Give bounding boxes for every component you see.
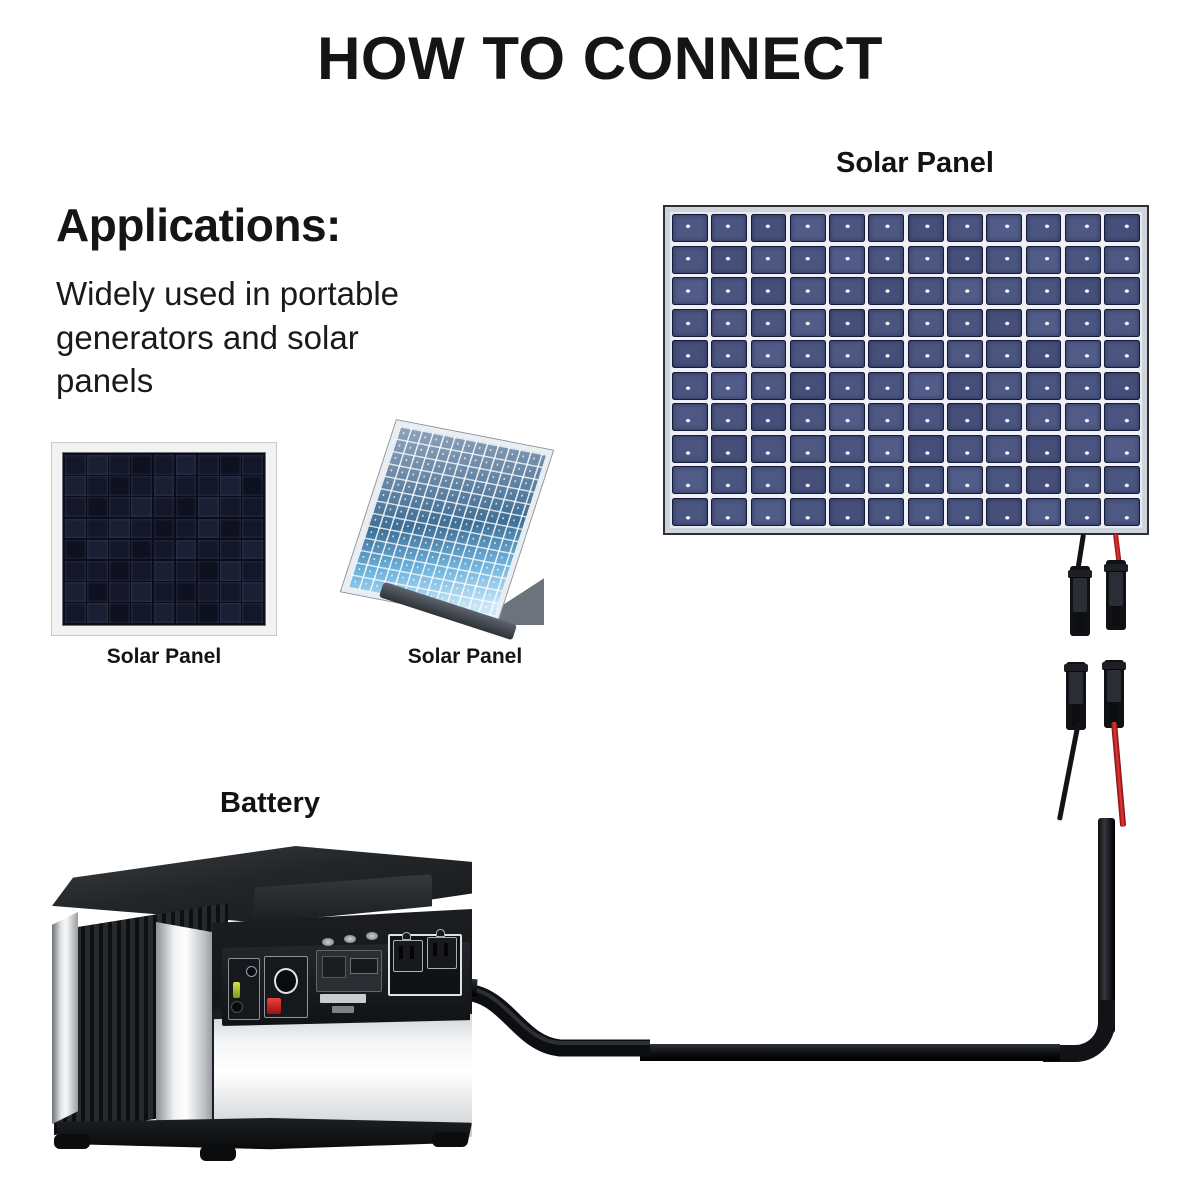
mc4-connector-male-lower [1064,662,1088,730]
ac-outlet-2-slot-right [444,943,448,956]
solar-panel-label: Solar Panel [836,147,994,179]
page-title: HOW TO CONNECT [317,25,883,92]
xlr-charging-port[interactable] [274,968,298,994]
battery-label: Battery [220,787,320,819]
main-cable-vertical-run [1098,818,1115,1033]
mc4-connector-male-upper [1068,566,1092,636]
applications-body-text: Widely used in portable generators and s… [56,275,400,400]
status-led-indicator [233,982,240,998]
main-cable-horizontal-run [640,1044,1060,1061]
panel-negative-lead-wire [1075,533,1086,570]
ac-outlet-2-slot-left [433,943,437,956]
solar-panel-tilted-blue-icon [341,420,570,641]
thumb-caption-flat-panel: Solar Panel [106,645,222,668]
tilted-panel-face [341,420,553,622]
battery-corner-silver-panel [156,922,218,1144]
ac-outlet-2[interactable] [427,937,457,969]
solar-panel-diagram [663,205,1149,535]
ac-outlet-1[interactable] [393,940,423,972]
card-slot[interactable] [332,1006,354,1013]
ac-outlet-1-ground [402,932,411,940]
mc4-connector-female-lower [1102,660,1126,728]
battery-foot-left [54,1134,90,1149]
main-cable-s-curve [460,983,650,1057]
red-battery-terminal[interactable] [267,998,281,1014]
dc-input-jack[interactable] [246,966,257,977]
usb-port-row[interactable] [350,958,378,974]
mc4-connector-female-upper [1104,560,1128,630]
battery-power-station [52,846,472,1161]
negative-wire-run [1056,721,1081,821]
ac-outlet-1-slot-left [399,946,403,959]
solar-panel-flat-dark-icon [51,442,277,636]
power-button-ac[interactable] [344,935,356,943]
ac-outlet-2-ground [436,929,445,937]
applications-heading: Applications: [56,199,341,251]
thumb-dark-glass [62,452,266,626]
battery-left-silver-trim [52,912,78,1124]
status-display [322,956,346,978]
battery-base [56,1118,472,1150]
dc-output-jack[interactable] [231,1001,243,1013]
battery-foot-front [200,1146,236,1161]
usb-connector-bar[interactable] [320,994,366,1003]
power-button-usb[interactable] [366,932,378,940]
tilted-panel-speckle [347,425,547,617]
battery-foot-right [432,1132,468,1147]
thumb-caption-tilted-panel: Solar Panel [407,645,523,668]
power-button-dc[interactable] [322,938,334,946]
solar-panel-cell-grid [670,212,1142,528]
positive-wire-run [1111,721,1127,827]
ac-outlet-1-slot-right [410,946,414,959]
